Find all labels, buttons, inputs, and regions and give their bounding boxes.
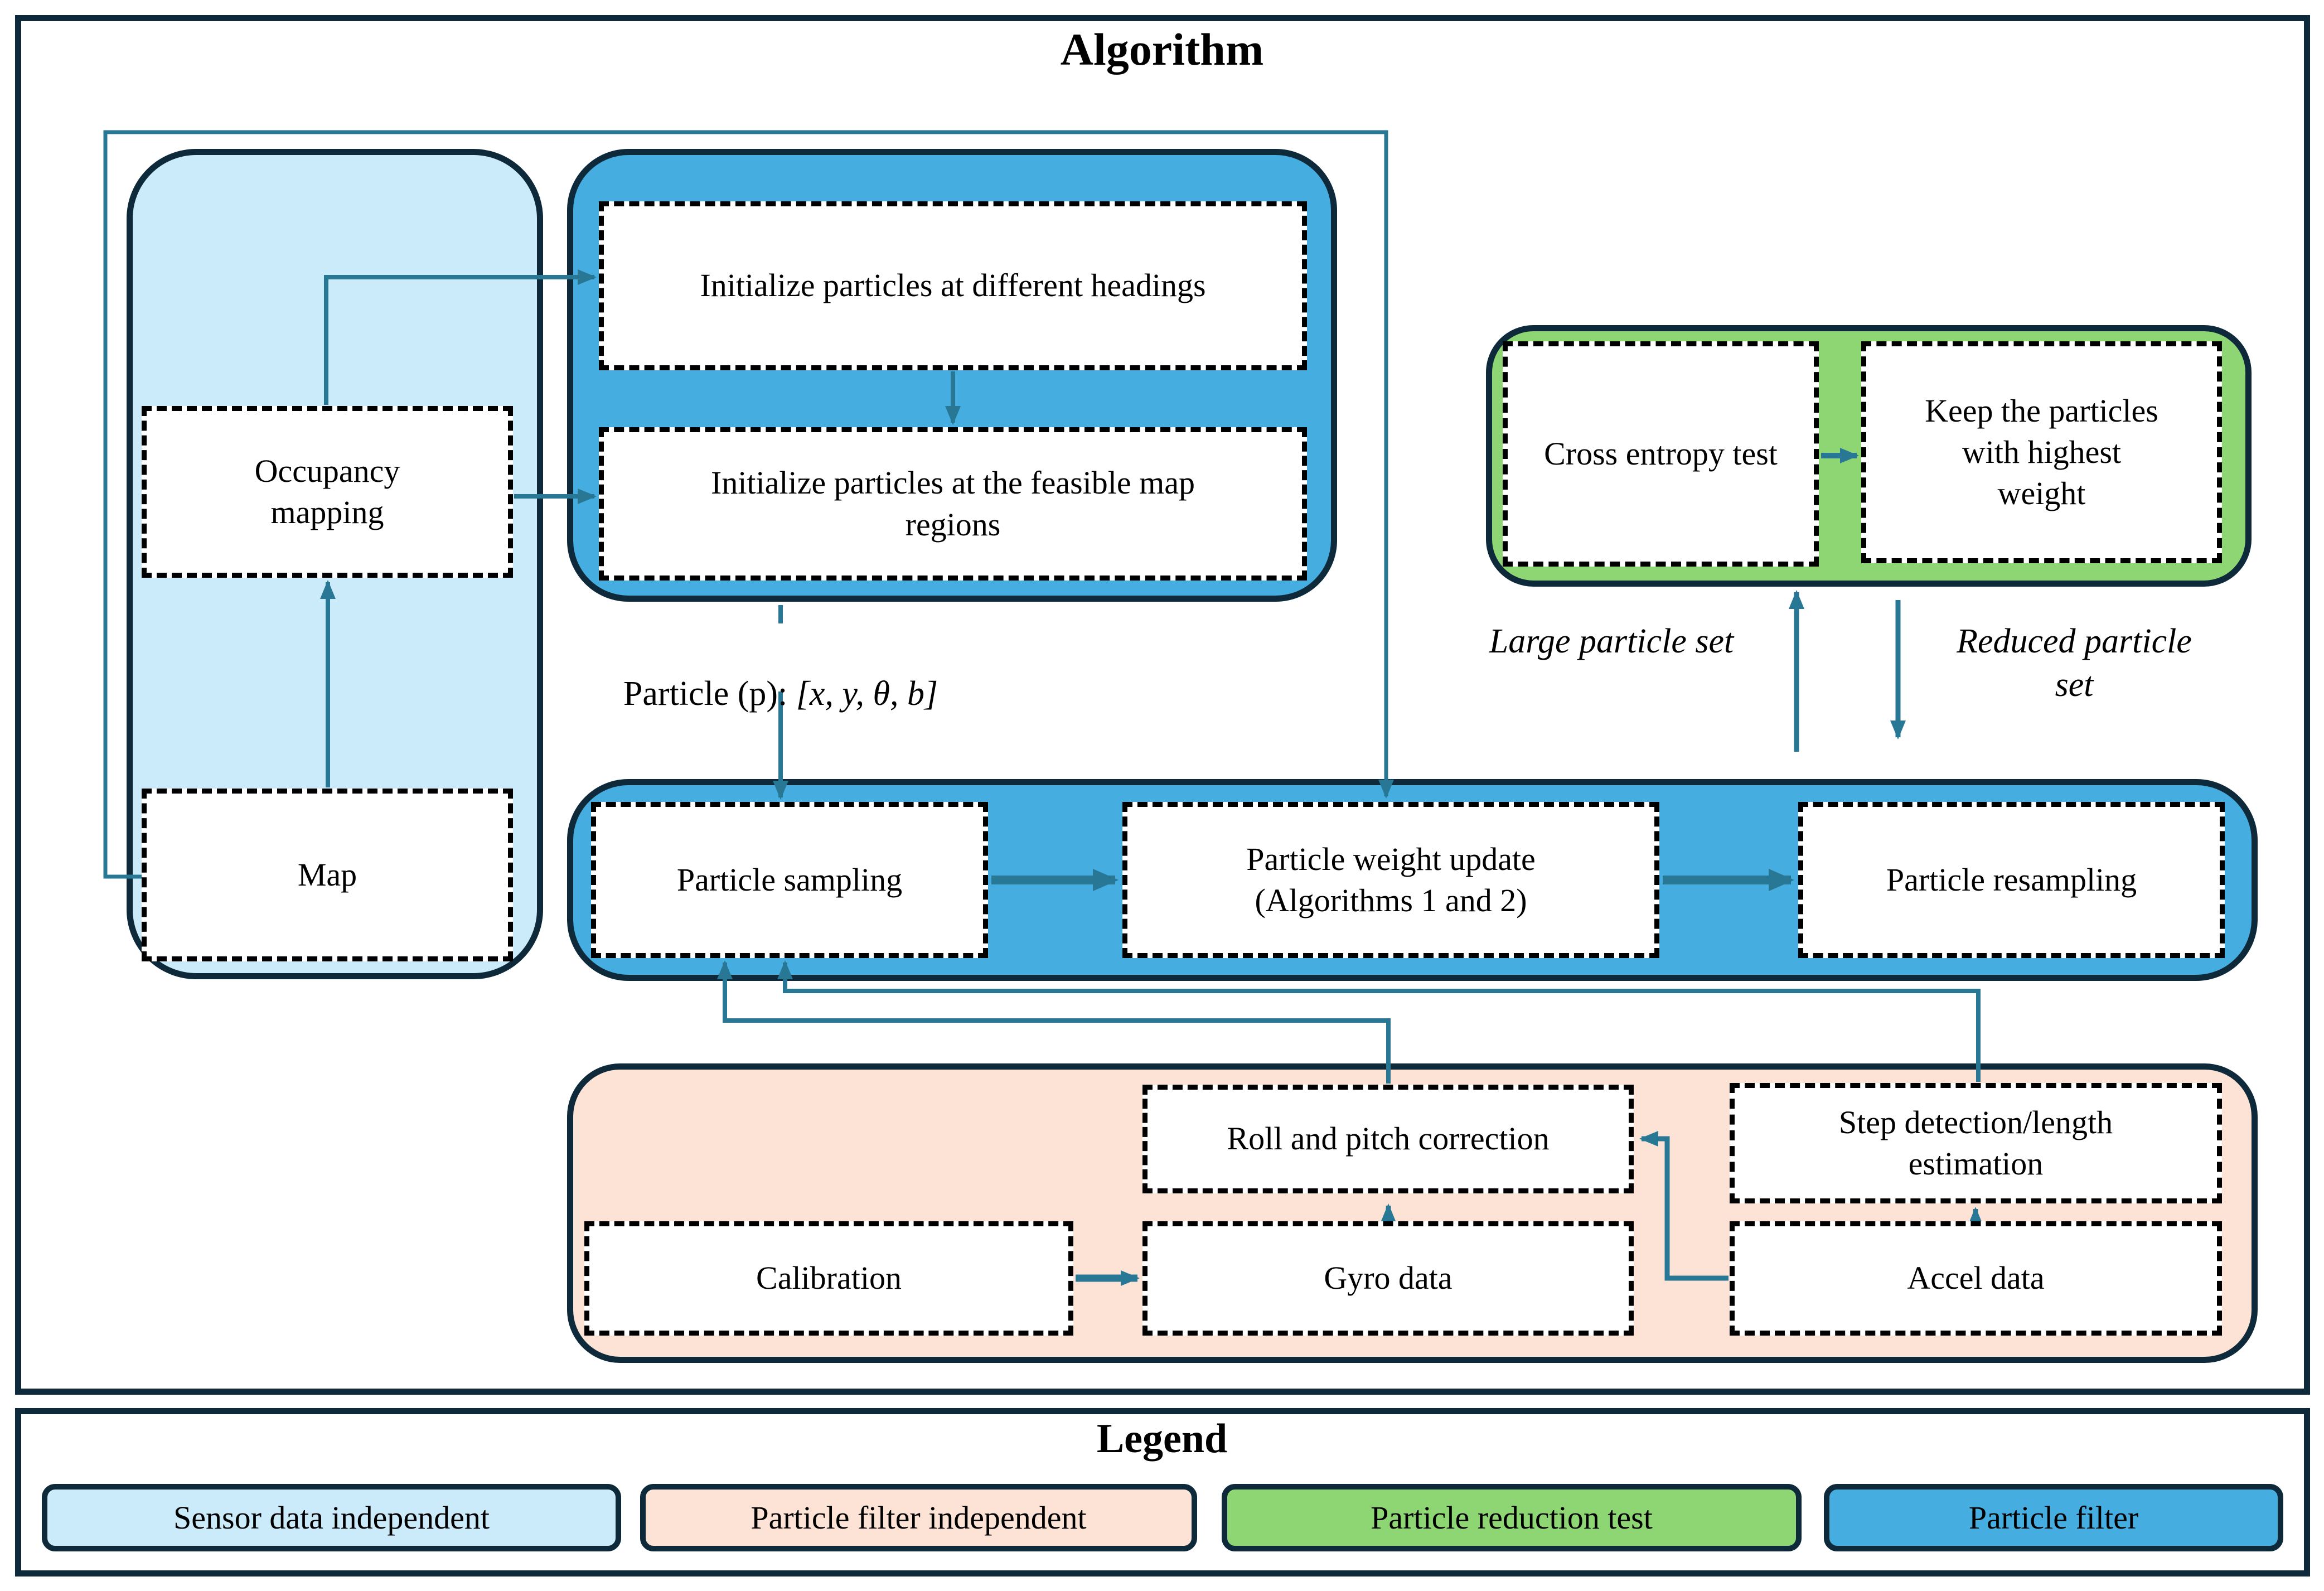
cross-entropy-test-box: Cross entropy test: [1503, 341, 1819, 567]
keep-particles-box: Keep the particles with highest weight: [1861, 341, 2222, 563]
reduced-particle-set-label: Reduced particle set: [1957, 622, 2192, 704]
legend-item-particle-filter-independent: Particle filter independent: [640, 1484, 1197, 1551]
particle-state-note: Particle (p): [x, y, θ, b]: [530, 629, 1032, 715]
algorithm-title: Algorithm: [1060, 24, 1264, 75]
init-headings-box: Initialize particles at different headin…: [599, 201, 1307, 370]
large-particle-set-label: Large particle set: [1489, 622, 1734, 660]
legend-item-sensor-data-independent: Sensor data independent: [42, 1484, 621, 1551]
arrow-roll-pitch-to-sampling: [717, 960, 1391, 1084]
legend-item-particle-filter: Particle filter: [1824, 1484, 2283, 1551]
legend-item-particle-reduction-test: Particle reduction test: [1222, 1484, 1802, 1551]
arrow-occupancy-to-init-headings: [324, 269, 597, 405]
occupancy-mapping-box: Occupancy mapping: [142, 406, 513, 578]
roll-pitch-correction-box: Roll and pitch correction: [1142, 1085, 1634, 1193]
legend-title: Legend: [1096, 1416, 1228, 1462]
gyro-data-box: Gyro data: [1142, 1221, 1634, 1336]
calibration-box: Calibration: [584, 1221, 1073, 1336]
init-feasible-regions-box: Initialize particles at the feasible map…: [599, 427, 1307, 581]
arrow-accel-to-roll-pitch: [1639, 1131, 1729, 1281]
particle-weight-update-box: Particle weight update (Algorithms 1 and…: [1122, 802, 1659, 958]
step-detection-box: Step detection/length estimation: [1730, 1083, 2222, 1203]
particle-sampling-box: Particle sampling: [591, 802, 988, 958]
map-box: Map: [142, 789, 513, 961]
accel-data-box: Accel data: [1730, 1221, 2222, 1336]
arrow-map-to-weight-update: [103, 130, 1394, 879]
particle-state-vector: [x, y, θ, b]: [796, 674, 938, 713]
particle-resampling-box: Particle resampling: [1798, 802, 2225, 958]
arrow-step-detection-to-sampling: [777, 960, 1981, 1082]
particle-state-prefix: Particle (p):: [623, 674, 796, 713]
